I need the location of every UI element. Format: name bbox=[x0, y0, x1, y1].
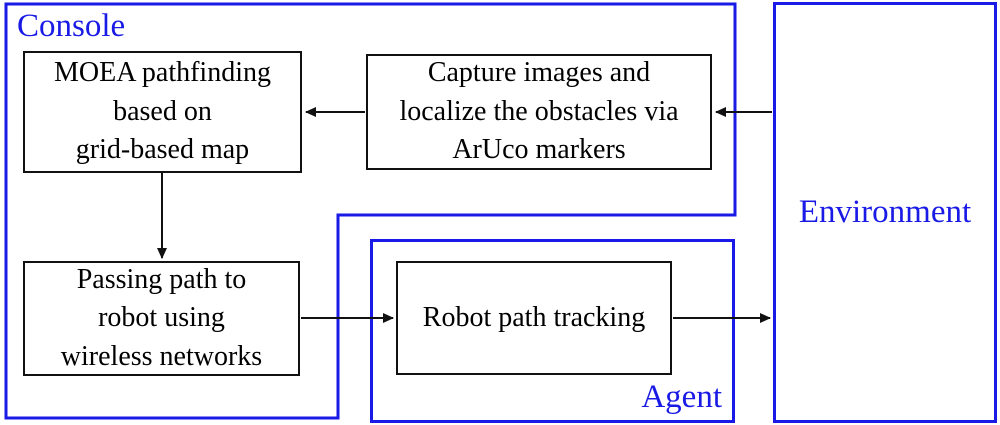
passing-line-1: Passing path to bbox=[76, 263, 247, 295]
moea-line-2: based on bbox=[113, 95, 212, 127]
moea-pathfinding-box: MOEA pathfinding based on grid-based map bbox=[23, 51, 302, 173]
capture-line-3: ArUco markers bbox=[452, 134, 626, 166]
moea-line-1: MOEA pathfinding bbox=[54, 57, 271, 89]
environment-container: Environment bbox=[773, 2, 997, 423]
robot-line-1: Robot path tracking bbox=[422, 301, 646, 333]
passing-line-3: wireless networks bbox=[60, 340, 263, 372]
environment-container-label: Environment bbox=[798, 194, 972, 231]
capture-line-1: Capture images and bbox=[427, 57, 651, 89]
capture-line-2: localize the obstacles via bbox=[399, 95, 679, 127]
capture-images-box: Capture images and localize the obstacle… bbox=[366, 54, 712, 170]
console-container-label: Console bbox=[17, 8, 126, 44]
agent-container-label: Agent bbox=[641, 378, 722, 415]
robot-path-tracking-box: Robot path tracking bbox=[396, 261, 672, 375]
passing-path-box: Passing path to robot using wireless net… bbox=[23, 261, 300, 376]
moea-line-3: grid-based map bbox=[75, 134, 250, 166]
passing-line-2: robot using bbox=[98, 302, 225, 334]
